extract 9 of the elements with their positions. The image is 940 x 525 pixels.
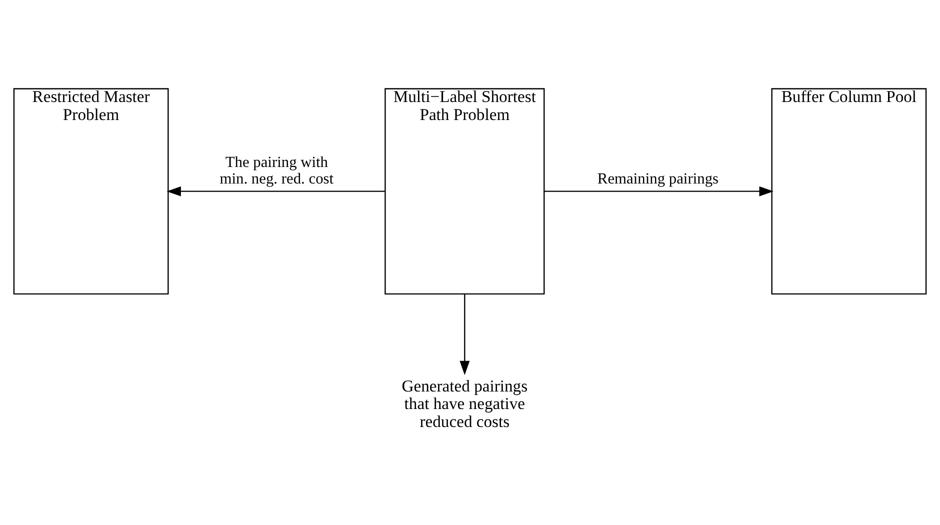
edge-label: Remaining pairings [597,170,719,188]
node-box: Buffer Column Pool [771,88,927,295]
arrow [460,294,470,376]
arrow [544,186,774,196]
arrow [166,186,386,196]
node-text: Generated pairings that have negative reduced costs [402,376,528,432]
node-box: Multi−Label Shortest Path Problem [384,88,545,295]
node-box: Restricted Master Problem [13,88,169,295]
edge-label: The pairing with min. neg. red. cost [220,154,334,188]
